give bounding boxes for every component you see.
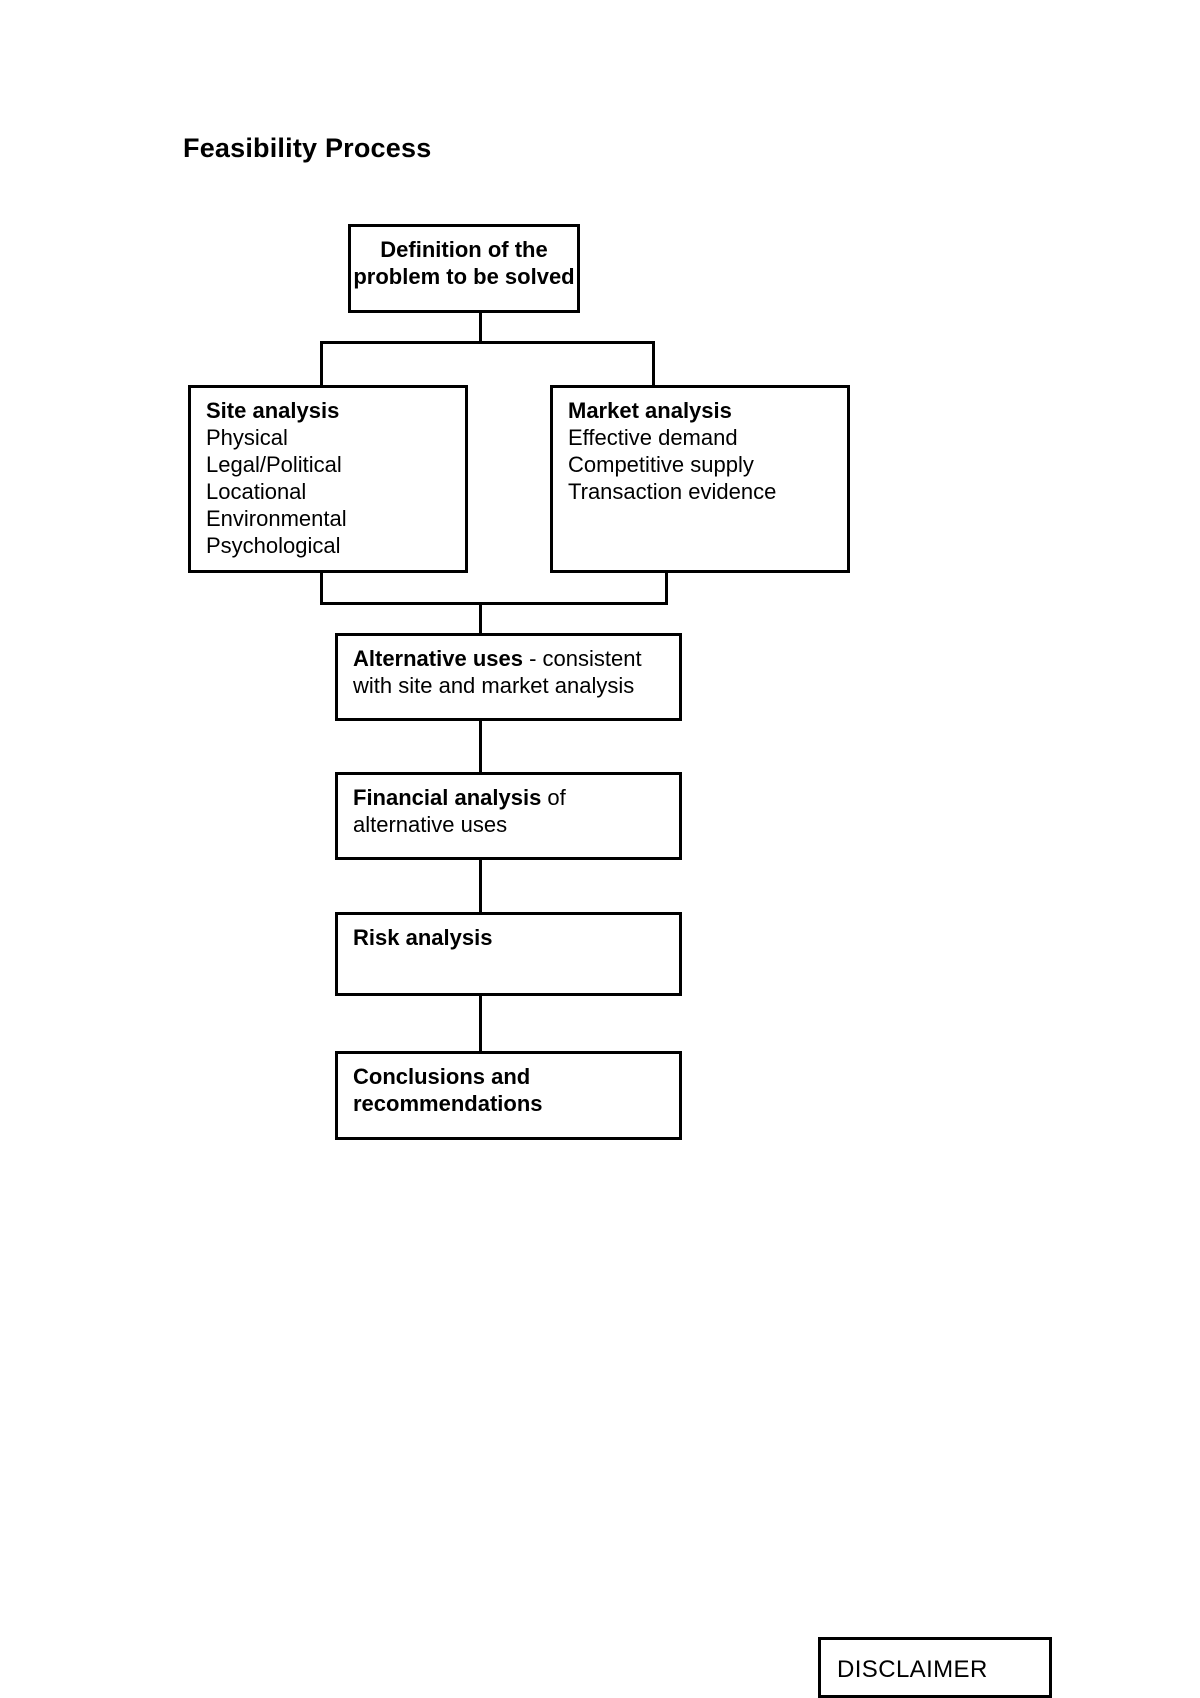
connector-risk-to-conclusions [479, 994, 482, 1053]
node-site-analysis-heading: Site analysis [206, 398, 340, 423]
node-site-analysis-item-4: Environmental [206, 506, 347, 531]
connector-merge-bar [320, 602, 668, 605]
node-market-analysis-item-3: Transaction evidence [568, 479, 777, 504]
node-definition[interactable]: Definition of the problem to be solved [348, 224, 580, 313]
node-market-analysis-heading: Market analysis [568, 398, 732, 423]
node-definition-line2: problem to be solved [353, 264, 575, 289]
node-financial-analysis-line2: alternative uses [353, 812, 508, 837]
node-market-analysis[interactable]: Market analysis Effective demand Competi… [550, 385, 850, 573]
node-site-analysis[interactable]: Site analysis Physical Legal/Political L… [188, 385, 468, 573]
node-risk-analysis[interactable]: Risk analysis [335, 912, 682, 996]
node-alternative-uses[interactable]: Alternative uses - consistent with site … [335, 633, 682, 721]
connector-site-analysis-down [320, 570, 323, 605]
node-financial-analysis-text: Financial analysis of alternative uses [353, 784, 671, 838]
connector-to-site-analysis [320, 341, 323, 387]
node-conclusions-line1: Conclusions and [353, 1064, 531, 1089]
node-financial-analysis-tail: of [541, 785, 566, 810]
node-risk-analysis-text: Risk analysis [353, 924, 671, 951]
node-financial-analysis-heading: Financial analysis [353, 785, 542, 810]
disclaimer-box[interactable]: DISCLAIMER [818, 1637, 1052, 1698]
node-site-analysis-item-3: Locational [206, 479, 307, 504]
node-definition-text: Definition of the problem to be solved [351, 236, 577, 290]
connector-merge-to-alternative-uses [479, 602, 482, 636]
node-market-analysis-text: Market analysis Effective demand Competi… [568, 397, 839, 505]
node-alternative-uses-line2: with site and market analysis [353, 673, 635, 698]
node-conclusions[interactable]: Conclusions and recommendations [335, 1051, 682, 1140]
connector-split-bar [320, 341, 655, 344]
node-market-analysis-item-1: Effective demand [568, 425, 738, 450]
node-site-analysis-item-1: Physical [206, 425, 288, 450]
connector-alternative-to-financial [479, 719, 482, 775]
node-conclusions-text: Conclusions and recommendations [353, 1063, 671, 1117]
connector-financial-to-risk [479, 858, 482, 915]
node-site-analysis-text: Site analysis Physical Legal/Political L… [206, 397, 457, 559]
node-conclusions-line2: recommendations [353, 1091, 543, 1116]
connector-market-analysis-down [665, 570, 668, 605]
connector-definition-down [479, 310, 482, 344]
node-site-analysis-item-2: Legal/Political [206, 452, 342, 477]
node-financial-analysis[interactable]: Financial analysis of alternative uses [335, 772, 682, 860]
node-alternative-uses-heading: Alternative uses [353, 646, 523, 671]
page-title: Feasibility Process [183, 133, 432, 163]
connector-to-market-analysis [652, 341, 655, 387]
node-site-analysis-item-5: Psychological [206, 533, 341, 558]
node-market-analysis-item-2: Competitive supply [568, 452, 754, 477]
node-alternative-uses-text: Alternative uses - consistent with site … [353, 645, 671, 699]
node-risk-analysis-heading: Risk analysis [353, 925, 493, 950]
node-definition-line1: Definition of the [380, 237, 548, 262]
disclaimer-label: DISCLAIMER [837, 1656, 988, 1683]
node-alternative-uses-tail: - consistent [522, 646, 642, 671]
